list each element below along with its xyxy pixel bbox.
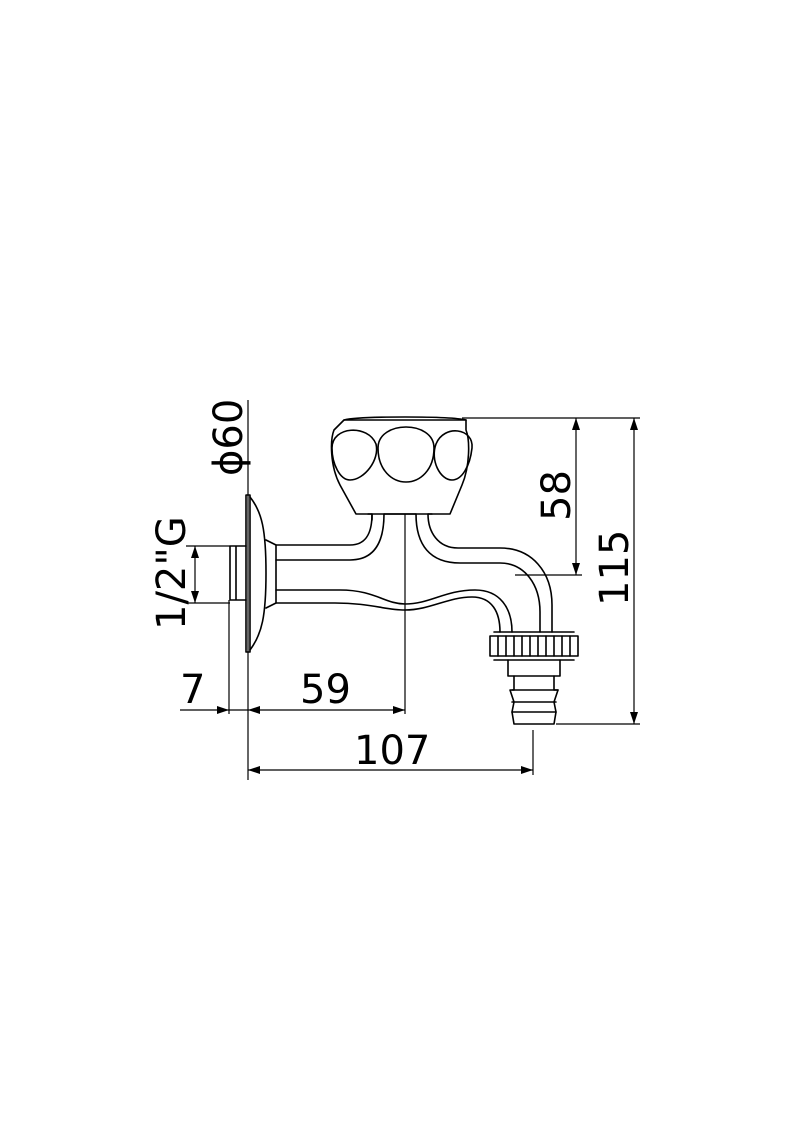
hose-barb-rings	[511, 675, 559, 713]
hose-nut-knurl	[497, 635, 571, 657]
handle-lobe-center	[377, 426, 435, 483]
handle-top-rim	[343, 416, 467, 421]
label-handle-axis: 59	[300, 667, 351, 713]
body-inner-right	[415, 513, 541, 633]
handle-body	[330, 419, 470, 515]
rosette-dome	[249, 496, 267, 651]
body-upper-right	[427, 513, 553, 633]
extension-lines	[186, 400, 640, 780]
body-lower-line	[275, 589, 513, 633]
label-thread-size: 1/2"G	[149, 516, 195, 630]
hose-barb	[507, 659, 561, 725]
label-total-height: 115	[592, 530, 638, 606]
body-collar	[265, 539, 277, 609]
body-lower-inner	[275, 596, 501, 633]
hose-nut	[489, 631, 579, 661]
body-upper-line	[275, 513, 373, 546]
label-diameter-rosette: ϕ60	[206, 399, 252, 476]
handle-lobe-left	[331, 429, 378, 481]
thread-connector	[229, 545, 247, 601]
label-wall-offset: 7	[180, 667, 205, 713]
label-handle-height: 58	[534, 470, 580, 521]
dimension-lines	[180, 418, 638, 774]
tap-outline	[229, 416, 579, 725]
handle-lobe-right	[433, 430, 473, 481]
handle-stem	[367, 513, 433, 521]
label-total-length: 107	[354, 728, 430, 774]
body-inner-line	[275, 513, 385, 561]
